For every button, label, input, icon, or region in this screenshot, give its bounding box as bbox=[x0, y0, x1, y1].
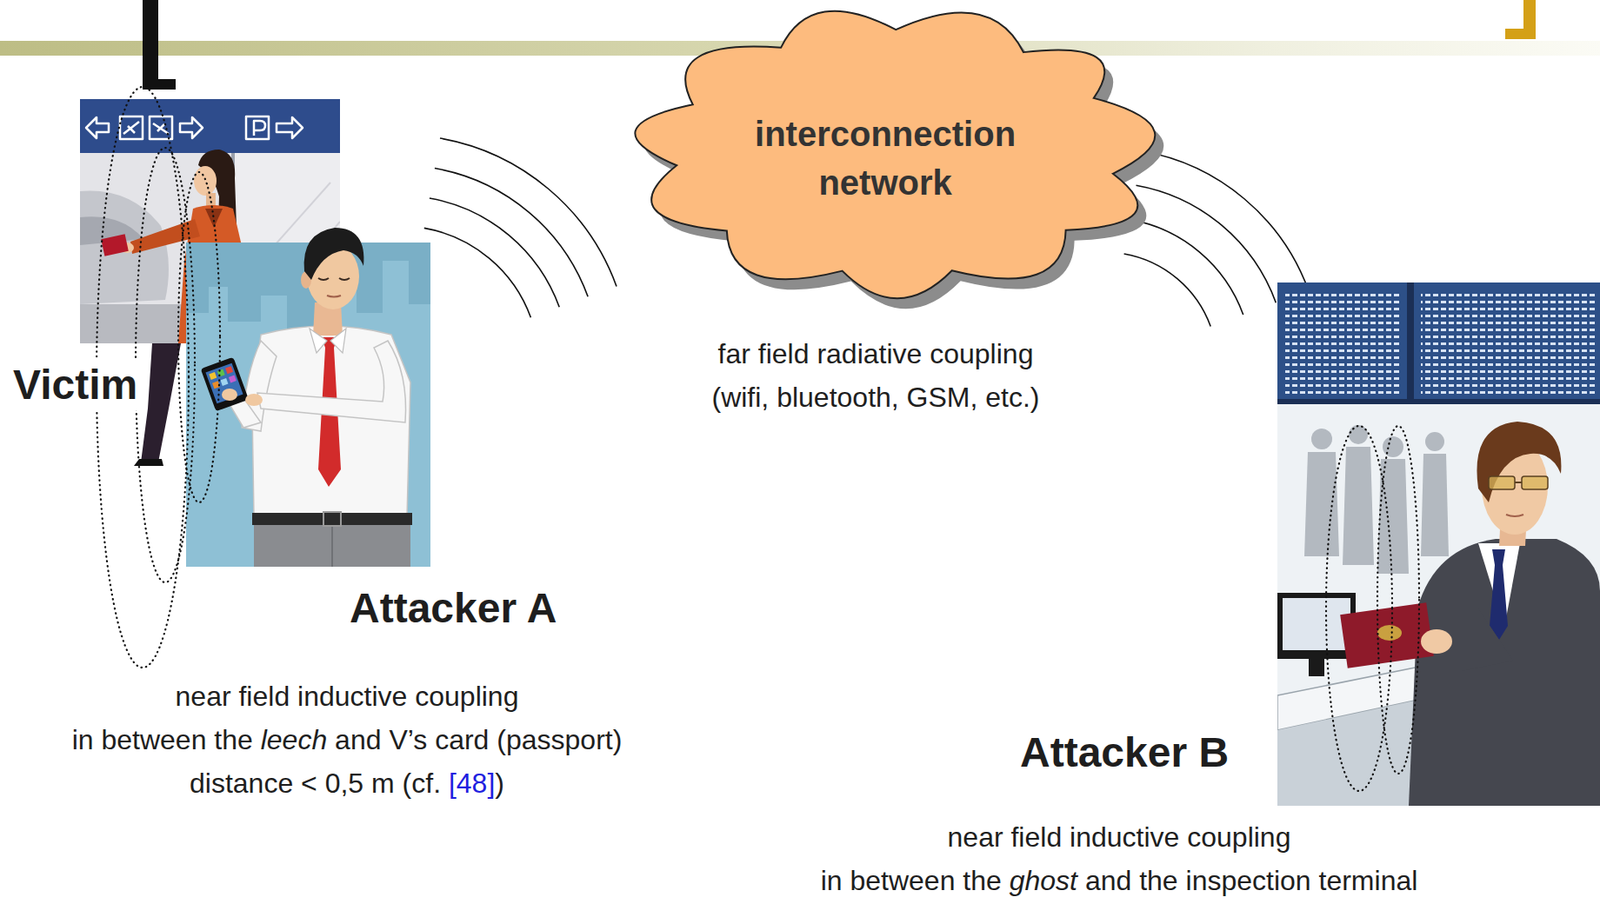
person-label: Victim bbox=[10, 360, 140, 411]
attacker-b-scene bbox=[1277, 282, 1600, 807]
crowd-silhouettes bbox=[1420, 453, 1449, 557]
attacker-b-man bbox=[1489, 549, 1508, 640]
network-cloud: interconnection network bbox=[631, 5, 1170, 310]
attacker-b-man bbox=[1514, 481, 1522, 484]
corner-bracket bbox=[1505, 28, 1536, 40]
attacker-b-scene bbox=[1285, 291, 1402, 394]
corner-mark bbox=[142, 0, 176, 90]
sign-icons bbox=[86, 117, 109, 139]
annotation-text: far field radiative coupling (wifi, blue… bbox=[708, 332, 1042, 420]
attacker-b-man bbox=[1506, 514, 1524, 517]
node-label: interconnection network bbox=[715, 109, 1055, 207]
victim-legs bbox=[133, 343, 181, 467]
attacker-a-man bbox=[304, 227, 365, 280]
attacker-a-man bbox=[245, 393, 263, 407]
attacker-a-man bbox=[331, 525, 334, 567]
attacker-a-man bbox=[323, 512, 341, 527]
attacker-b-scene bbox=[1406, 282, 1414, 405]
crowd-silhouettes bbox=[1377, 459, 1409, 574]
sign-icons bbox=[276, 117, 303, 139]
coupling-field bbox=[178, 172, 220, 503]
radio-waves bbox=[440, 138, 617, 287]
attacker-a-man bbox=[309, 328, 327, 354]
radio-waves bbox=[1141, 151, 1309, 292]
emphasis: ghost bbox=[1009, 865, 1078, 897]
victim-scene bbox=[80, 99, 340, 154]
person-label: Attacker B bbox=[1017, 727, 1232, 779]
attacker-b-man bbox=[1408, 539, 1600, 807]
attacker-a-man bbox=[252, 326, 411, 518]
attacker-a-man bbox=[252, 513, 413, 526]
attacker-a-man bbox=[217, 369, 226, 378]
attacker-b-man bbox=[1340, 602, 1434, 668]
victim-legs bbox=[140, 343, 181, 463]
attacker-a-man bbox=[208, 372, 217, 380]
node-text-group: interconnection network bbox=[715, 109, 1055, 207]
radio-waves bbox=[429, 198, 560, 307]
person-label: Attacker A bbox=[346, 583, 560, 634]
attacker-a-man bbox=[326, 295, 341, 298]
crowd-silhouettes bbox=[1304, 452, 1340, 557]
attacker-a-scene bbox=[186, 242, 431, 567]
attacker-a-scene bbox=[186, 242, 431, 567]
attacker-b-scene bbox=[1282, 598, 1351, 651]
radio-waves bbox=[1130, 220, 1244, 315]
attacker-b-man bbox=[1521, 476, 1548, 490]
coupling-field bbox=[135, 147, 195, 583]
attacker-b-scene bbox=[1277, 282, 1600, 807]
attacker-a-scene bbox=[186, 260, 431, 567]
attacker-b-scene bbox=[1277, 399, 1600, 405]
crowd-silhouettes bbox=[1311, 428, 1333, 450]
sign-icons bbox=[246, 116, 269, 140]
annotation-text: near field inductive coupling in between… bbox=[69, 674, 626, 806]
attacker-b-man bbox=[1340, 421, 1600, 807]
crowd-silhouettes bbox=[1304, 425, 1449, 574]
attacker-b-scene bbox=[1308, 659, 1325, 677]
crowd-silhouettes bbox=[1382, 436, 1404, 458]
crowd-silhouettes bbox=[1348, 425, 1368, 445]
victim-woman bbox=[100, 233, 129, 256]
crowd-silhouettes bbox=[1342, 446, 1374, 566]
coupling-field bbox=[1377, 426, 1420, 774]
attacker-a-man bbox=[200, 357, 249, 413]
corner-bracket bbox=[1505, 0, 1536, 40]
attacker-a-man bbox=[200, 227, 413, 567]
attacker-a-man bbox=[257, 340, 407, 423]
annotation-text: near field inductive coupling in between… bbox=[818, 815, 1421, 903]
cloud-outline bbox=[631, 5, 1170, 310]
victim-woman bbox=[193, 166, 217, 196]
attacker-a-man bbox=[221, 388, 238, 401]
attacker-a-man bbox=[228, 375, 237, 384]
attacker-a-man bbox=[330, 328, 347, 354]
cloud-shape bbox=[634, 11, 1155, 300]
attacker-a-man bbox=[200, 357, 249, 413]
attacker-b-man bbox=[1420, 629, 1453, 654]
crowd-silhouettes bbox=[1425, 432, 1445, 452]
corner-mark bbox=[142, 79, 176, 90]
radio-waves bbox=[1136, 185, 1277, 303]
attacker-a-man bbox=[220, 378, 228, 387]
citation-link: [48] bbox=[448, 767, 495, 800]
attacker-b-man bbox=[1377, 625, 1402, 641]
sign-icons bbox=[123, 121, 140, 134]
attacker-a-man bbox=[225, 366, 234, 374]
corner-mark bbox=[142, 0, 159, 90]
radio-waves bbox=[434, 168, 588, 298]
attacker-b-scene bbox=[1420, 291, 1595, 394]
sign-icons bbox=[149, 116, 173, 140]
attacker-b-man bbox=[1476, 421, 1561, 503]
attacker-a-man bbox=[318, 278, 350, 280]
emphasis: leech bbox=[260, 724, 328, 756]
attacker-b-man bbox=[1488, 476, 1515, 490]
sign-icons bbox=[120, 116, 143, 140]
radio-waves bbox=[424, 227, 532, 318]
sign-icons bbox=[253, 120, 266, 136]
sign-icons bbox=[180, 117, 203, 139]
radio-waves bbox=[1124, 253, 1212, 327]
attacker-a-man bbox=[253, 521, 411, 567]
attacker-b-scene bbox=[1277, 282, 1600, 405]
attacker-a-man bbox=[205, 363, 243, 405]
